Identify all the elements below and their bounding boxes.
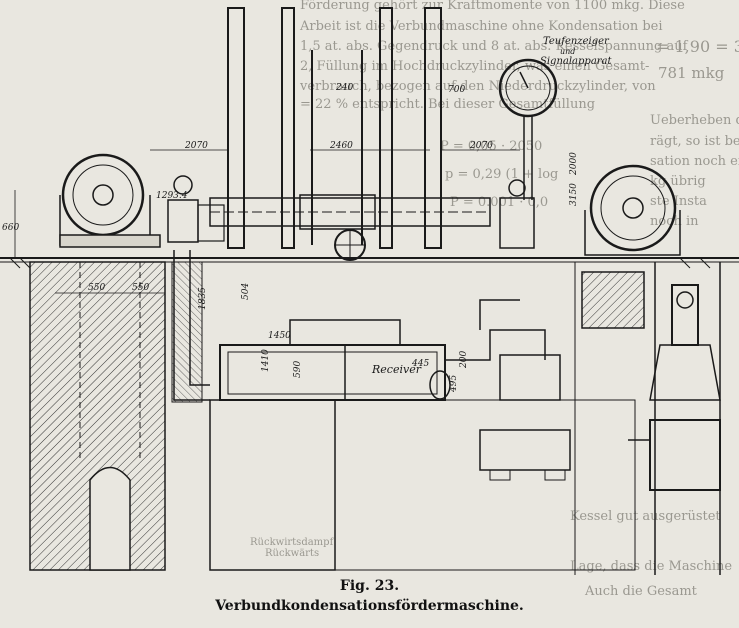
dim-550-a: 550 bbox=[88, 283, 105, 293]
bg-mid-2: Lage, dass die Maschine bbox=[570, 559, 732, 574]
left-valve-gear bbox=[167, 175, 225, 243]
dim-1835: 1835 bbox=[198, 287, 208, 310]
indicator-label: Teufenzeiger bbox=[543, 36, 610, 47]
dim-590: 590 bbox=[293, 361, 303, 378]
bg-right-5: sation noch ein bbox=[650, 154, 739, 169]
bg-mid-3: Auch die Gesamt bbox=[584, 584, 698, 599]
dim-550-b: 550 bbox=[132, 283, 149, 293]
lp-piping bbox=[429, 299, 561, 401]
center-foundation bbox=[171, 261, 636, 571]
bg-right-6: kg übrig bbox=[650, 174, 706, 189]
bg-right-1: = 1,90 = 3,6 bbox=[656, 37, 739, 56]
bg-formula-2: p = 0,29 (1 + log bbox=[445, 167, 558, 182]
figure-number: Fig. 23. bbox=[339, 578, 400, 594]
bg-top-4: 2, Füllung im Hochdruckzylinder, was ein… bbox=[300, 59, 649, 74]
bg-top-3: 1,5 at. abs. Gegendruck und 8 at. abs. K… bbox=[300, 39, 689, 54]
receiver-label: Receiver bbox=[371, 363, 422, 376]
figure-title: Verbundkondensationsfördermaschine. bbox=[215, 598, 524, 614]
bg-right-2: 781 mkg bbox=[658, 64, 725, 82]
bg-right-8: noch in bbox=[650, 214, 699, 229]
dim-660: 660 bbox=[2, 223, 19, 233]
signal-label: Signalapparat bbox=[540, 56, 613, 67]
bg-top-1: Förderung gehört zur Kraftmomente von 11… bbox=[300, 0, 685, 13]
component-labels: Teufenzeiger und Signalapparat Receiver bbox=[371, 36, 613, 376]
dim-240: 240 bbox=[335, 83, 353, 93]
drum-shaft bbox=[209, 194, 491, 230]
dim-504: 504 bbox=[241, 283, 251, 300]
und-label: und bbox=[560, 47, 575, 56]
dim-1450: 1450 bbox=[268, 331, 291, 341]
bg-top-5: verbrauch, bezogen auf den Niederdruckzy… bbox=[299, 79, 656, 94]
right-drum-housing bbox=[584, 164, 681, 256]
bg-right-3: Ueberheben des bbox=[650, 113, 739, 128]
dimension-lines bbox=[14, 149, 520, 294]
condenser-tower bbox=[628, 284, 721, 491]
right-foundation bbox=[574, 262, 721, 575]
dimension-labels: 2070 2460 2070 240 700 660 550 550 1293.… bbox=[2, 83, 579, 393]
bg-right-7: ste Insta bbox=[650, 194, 707, 209]
dim-495: 495 bbox=[449, 375, 459, 393]
dim-700: 700 bbox=[448, 85, 465, 95]
bg-top-6: = 22 % entspricht. Bei dieser Gesamtfüll… bbox=[300, 97, 595, 112]
dim-2460: 2460 bbox=[329, 141, 353, 151]
dim-2000: 2000 bbox=[569, 152, 579, 176]
dim-1410: 1410 bbox=[261, 349, 271, 372]
dim-1293: 1293.4 bbox=[156, 191, 188, 201]
left-foundation bbox=[29, 261, 166, 571]
dim-3150: 3150 bbox=[569, 183, 579, 206]
dim-200: 200 bbox=[459, 351, 469, 369]
right-valve-gear bbox=[499, 179, 535, 249]
bg-mid-1: Kessel gut ausgerüstet bbox=[570, 509, 721, 524]
air-pump bbox=[479, 429, 571, 481]
bg-bottom-1: Rückwirtsdampf bbox=[250, 537, 335, 548]
handwheel-icon bbox=[334, 229, 366, 261]
bg-top-2: Arbeit ist die Verbundmaschine ohne Kond… bbox=[299, 19, 663, 34]
bg-right-4: rägt, so ist bei bbox=[650, 134, 739, 149]
steam-pipe bbox=[173, 250, 210, 401]
dim-2070-right: 2070 bbox=[469, 141, 493, 151]
bg-bottom-2: Rückwärts bbox=[265, 548, 319, 559]
dim-445: 445 bbox=[411, 359, 429, 369]
dim-2070-left: 2070 bbox=[184, 141, 208, 151]
depth-indicator-icon bbox=[498, 58, 558, 200]
left-drum-housing bbox=[59, 153, 161, 248]
